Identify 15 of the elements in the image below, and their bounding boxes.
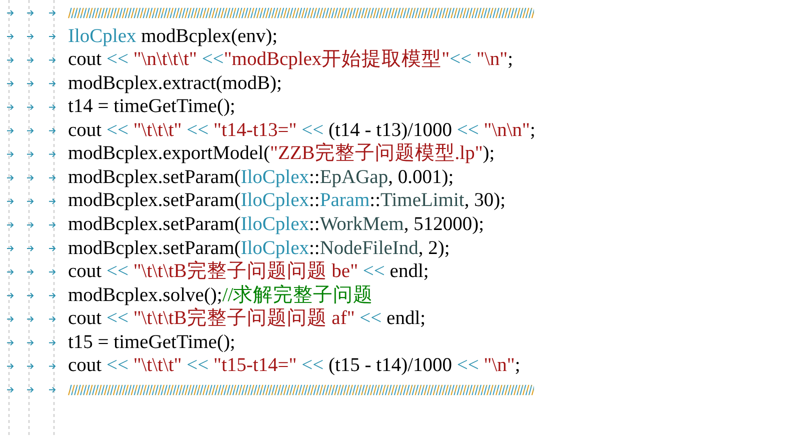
code-line: modBcplex.solve();//求解完整子问题 xyxy=(68,284,374,307)
code-line: IloCplex modBcplex(env); xyxy=(68,26,278,48)
code-line: modBcplex.exportModel("ZZB完整子问题模型.lp"); xyxy=(68,143,495,166)
code-line: cout << "\t\t\tB完整子问题问题 be" << endl; xyxy=(68,261,429,284)
code-line: modBcplex.extract(modB); xyxy=(68,72,282,95)
code-line: cout << "\n\t\t\t" <<"modBcplex开始提取模型"<< "\n"; xyxy=(68,49,514,72)
code-line: modBcplex.setParam(IloCplex::NodeFileInd, 2); xyxy=(68,238,450,260)
code-line: cout << "\t\t\t" << "t14-t13=" << (t14 - t13)/1000 << "\n\n"; xyxy=(68,120,536,142)
code-line: modBcplex.setParam(IloCplex::EpAGap, 0.001); xyxy=(68,166,454,189)
code-line: t14 = timeGetTime(); xyxy=(68,96,236,118)
code-line: cout << "\t\t\tB完整子问题问题 af" << endl; xyxy=(68,308,426,330)
code-line: cout << "\t\t\t" << "t15-t14=" << (t15 - t14)/1000 << "\n"; xyxy=(68,355,520,378)
code-line: modBcplex.setParam(IloCplex::Param::TimeLimit, 30); xyxy=(68,190,506,212)
code-line: modBcplex.setParam(IloCplex::WorkMem, 512000); xyxy=(68,214,484,236)
code-line: t15 = timeGetTime(); xyxy=(68,332,236,354)
